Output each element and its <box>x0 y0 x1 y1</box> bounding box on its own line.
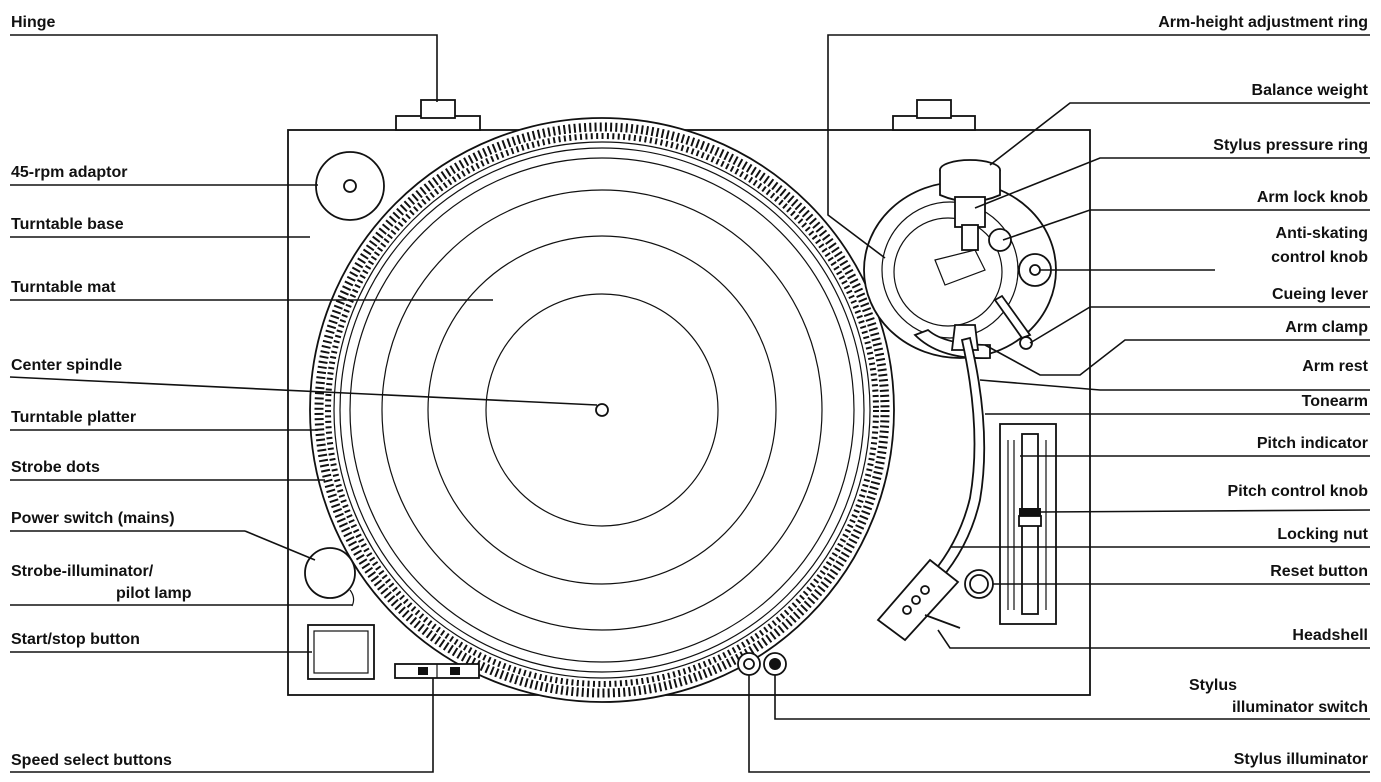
center-spindle <box>595 403 609 417</box>
label-anti-skating-line1: Anti-skating <box>1276 225 1368 242</box>
hinge-right <box>892 99 976 131</box>
strobe-dots-ring <box>314 122 890 698</box>
label-start-stop-button: Start/stop button <box>11 631 140 648</box>
label-headshell: Headshell <box>1292 627 1368 644</box>
label-anti-skating-line2: control knob <box>1271 249 1368 266</box>
stylus-switch-shape <box>763 652 787 676</box>
strobe-dots-ring-inner <box>325 133 879 687</box>
leader-lines-left <box>9 34 598 773</box>
cueing-lever-shape <box>993 294 1032 340</box>
headshell-shape <box>876 558 961 642</box>
label-stylus-illuminator: Stylus illuminator <box>1234 751 1368 768</box>
label-strobe-illuminator-line1: Strobe-illuminator/ <box>11 563 154 580</box>
start-stop-button-shape <box>307 624 375 680</box>
label-cueing-lever: Cueing lever <box>1272 286 1368 303</box>
speed-select-buttons-shape <box>394 663 480 679</box>
adaptor-45-rpm <box>315 151 385 221</box>
label-turntable-mat: Turntable mat <box>11 279 116 296</box>
label-tonearm: Tonearm <box>1302 393 1368 410</box>
label-turntable-platter: Turntable platter <box>11 409 136 426</box>
label-speed-select-buttons: Speed select buttons <box>11 752 172 769</box>
label-arm-height-ring: Arm-height adjustment ring <box>1158 14 1368 31</box>
label-strobe-dots: Strobe dots <box>11 459 100 476</box>
label-stylus-switch-line2: illuminator switch <box>1232 699 1368 716</box>
hinge-left <box>395 99 481 131</box>
arm-lock-knob-shape <box>988 228 1012 252</box>
label-stylus-pressure-ring: Stylus pressure ring <box>1213 137 1368 154</box>
power-switch <box>304 547 356 607</box>
label-pitch-indicator: Pitch indicator <box>1257 435 1368 452</box>
label-hinge: Hinge <box>11 14 56 31</box>
label-stylus-switch-line1: Stylus <box>1189 677 1237 694</box>
label-center-spindle: Center spindle <box>11 357 122 374</box>
label-locking-nut: Locking nut <box>1277 526 1368 543</box>
balance-weight-shape <box>939 159 1001 251</box>
label-power-switch: Power switch (mains) <box>11 510 175 527</box>
stylus-illuminator-shape <box>737 652 761 676</box>
label-arm-rest: Arm rest <box>1302 358 1368 375</box>
pitch-control-shape <box>999 423 1057 625</box>
label-turntable-base: Turntable base <box>11 216 124 233</box>
label-45-rpm-adaptor: 45-rpm adaptor <box>11 164 127 181</box>
label-reset-button: Reset button <box>1270 563 1368 580</box>
leader-lines-right <box>748 34 1371 773</box>
label-pitch-control-knob: Pitch control knob <box>1228 483 1369 500</box>
label-arm-clamp: Arm clamp <box>1285 319 1368 336</box>
label-balance-weight: Balance weight <box>1252 82 1369 99</box>
label-strobe-illuminator-line2: pilot lamp <box>116 585 192 602</box>
label-arm-lock-knob: Arm lock knob <box>1257 189 1368 206</box>
turntable-mat <box>381 189 823 631</box>
reset-button-shape <box>964 569 994 599</box>
